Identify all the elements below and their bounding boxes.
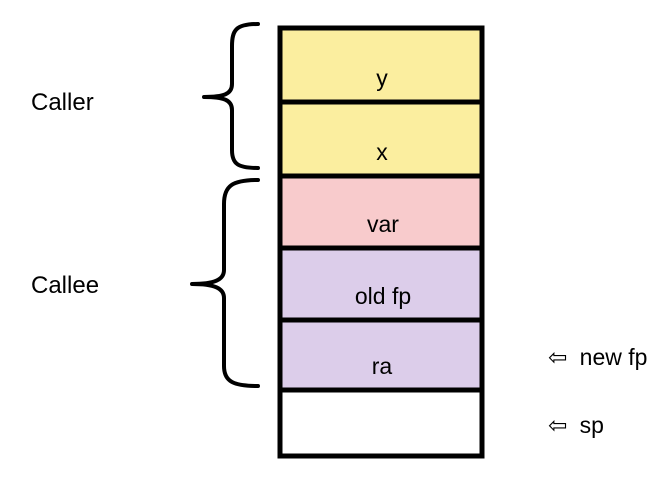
stack-slot-empty bbox=[277, 387, 485, 459]
stack-slot-label: var bbox=[367, 211, 399, 237]
callee-label: Callee bbox=[31, 272, 99, 299]
new-fp-pointer: ⇦ new fp bbox=[548, 344, 647, 370]
callee-brace bbox=[190, 178, 260, 388]
caller-brace bbox=[202, 22, 260, 170]
sp-pointer: ⇦ sp bbox=[548, 412, 604, 438]
caller-label: Caller bbox=[31, 89, 94, 116]
left-arrow-icon: ⇦ bbox=[548, 344, 567, 370]
stack-slot-label: x bbox=[376, 139, 388, 165]
stack-slot-label: ra bbox=[372, 353, 393, 379]
stack-slot-old-fp bbox=[277, 245, 485, 323]
left-arrow-icon: ⇦ bbox=[548, 412, 567, 438]
stack-column: y x var old fp ra bbox=[277, 25, 485, 459]
new-fp-label: new fp bbox=[580, 344, 648, 370]
sp-label: sp bbox=[580, 412, 604, 438]
stack-slot-label: y bbox=[376, 65, 388, 91]
stack-slot-label: old fp bbox=[355, 283, 411, 309]
